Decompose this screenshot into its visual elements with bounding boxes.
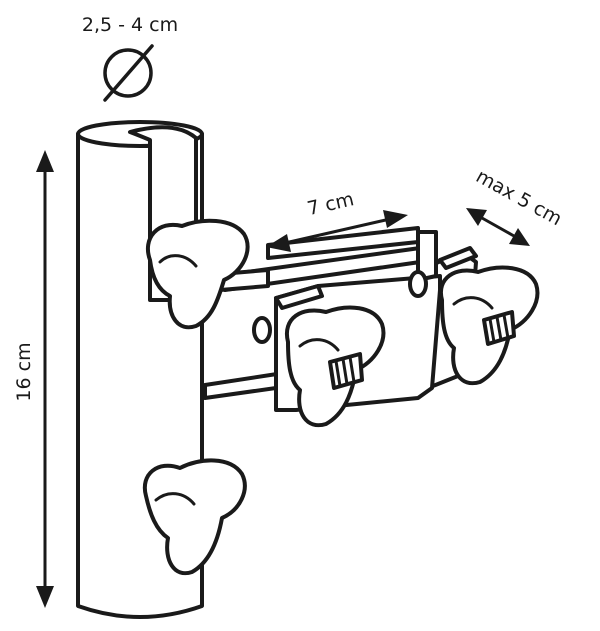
arm-length-label: 7 cm xyxy=(305,188,356,220)
bolt-thread-icon xyxy=(328,352,364,390)
clamp-opening-dimension xyxy=(466,208,530,246)
height-label: 16 cm xyxy=(13,342,35,401)
diameter-label: 2,5 - 4 cm xyxy=(82,14,178,36)
front-plate-knob-icon xyxy=(252,305,386,428)
height-dimension xyxy=(36,150,54,608)
bolt-thread-icon xyxy=(482,310,516,346)
upper-tube-knob-icon xyxy=(146,218,250,330)
diameter-icon xyxy=(103,44,154,102)
lower-tube-knob-icon xyxy=(142,458,247,576)
back-plate-knob-icon xyxy=(408,265,540,386)
arm-length-dimension xyxy=(266,210,408,252)
